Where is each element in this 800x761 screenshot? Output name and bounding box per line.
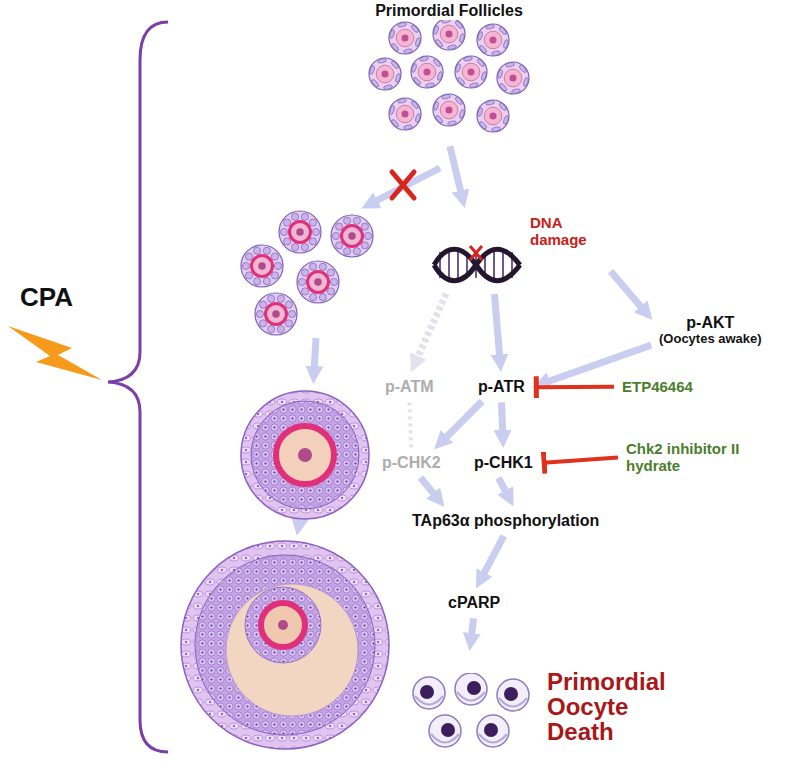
pathway-arrow — [421, 478, 437, 498]
node-label: ETP46464 — [622, 378, 693, 395]
damage-node: DNA damage — [430, 212, 608, 290]
node-label: cPARP — [448, 594, 500, 612]
primordial-follicle — [369, 58, 401, 90]
pathway-node: cPARP — [444, 592, 504, 614]
node-label: DNA damage — [530, 214, 604, 249]
inhibition-line — [544, 458, 618, 463]
pathway-arrow — [499, 478, 509, 496]
primordial-follicle — [389, 22, 421, 54]
node-label: Primordial Oocyte Death — [547, 669, 681, 745]
growth-arrow — [314, 338, 316, 372]
primordial-follicle — [411, 56, 443, 88]
node-label: p-ATM — [385, 378, 434, 396]
node-label: TAp63α phosphorylation — [412, 512, 599, 530]
dying-oocytes — [405, 673, 537, 753]
primary-follicles — [241, 211, 373, 335]
inhibitor-node: Chk2 inhibitor II hydrate — [622, 438, 754, 477]
lightning-bolt — [8, 326, 102, 380]
node-label: p-AKT — [659, 314, 762, 332]
node-label: Primordial Follicles — [363, 2, 535, 20]
primordial-follicle — [477, 100, 509, 132]
pathway-node: p-CHK1 — [470, 452, 537, 474]
blocked-arrow — [372, 168, 440, 203]
pathway-node: p-ATR — [474, 376, 529, 398]
block-cross — [392, 172, 414, 198]
pathway-node: p-AKT(Oocytes awake) — [655, 312, 766, 349]
node-note: (Oocytes awake) — [659, 332, 762, 347]
pathway-arrow — [443, 401, 482, 441]
primordial-follicle — [497, 62, 529, 94]
primordial-follicle — [389, 98, 421, 130]
pathway-node: TAp63α phosphorylation — [408, 510, 603, 532]
inactive-link — [409, 402, 411, 448]
inhibition-line — [536, 385, 614, 390]
primary-follicle — [279, 211, 321, 253]
secondary-follicle — [241, 391, 369, 519]
node-label: Chk2 inhibitor II hydrate — [626, 440, 750, 475]
primordial-follicle-cluster — [363, 20, 535, 142]
dying-oocyte — [497, 679, 529, 711]
pathway-arrow — [544, 345, 651, 383]
agent-label: CPA — [20, 282, 73, 313]
antral-follicle — [181, 541, 389, 749]
primordial-follicle — [477, 24, 509, 56]
pathway-arrow — [502, 402, 503, 436]
inactive-node: p-ATM — [381, 376, 438, 398]
dying-oocyte — [477, 715, 509, 747]
node-label: p-ATR — [478, 378, 525, 396]
cpa-bracket — [108, 22, 168, 752]
primary-follicle — [331, 215, 373, 257]
pathway-arrow — [494, 294, 500, 360]
pathway-arrow — [482, 536, 504, 578]
pathway-arrow — [611, 271, 645, 311]
pathway-arrow — [471, 618, 474, 639]
dying-oocyte — [413, 677, 445, 709]
primordial-follicle — [433, 94, 465, 126]
primordial-follicle — [433, 20, 465, 50]
dying-oocyte — [429, 715, 461, 747]
outcome-node: Primordial Oocyte Death — [405, 655, 725, 755]
node-label: p-CHK1 — [474, 454, 533, 472]
primary-follicle — [297, 261, 339, 303]
primary-follicle — [241, 245, 283, 287]
start-node: Primordial Follicles — [363, 2, 535, 142]
primordial-follicle — [455, 56, 487, 88]
pathway-arrow — [450, 146, 462, 196]
node-label: p-CHK2 — [382, 454, 441, 472]
inhibitor-node: ETP46464 — [618, 376, 697, 397]
dying-oocyte — [455, 673, 487, 705]
dna-icon — [432, 242, 522, 288]
inactive-arrow — [416, 294, 446, 362]
inactive-node: p-CHK2 — [378, 452, 445, 474]
primary-follicle — [255, 293, 297, 335]
